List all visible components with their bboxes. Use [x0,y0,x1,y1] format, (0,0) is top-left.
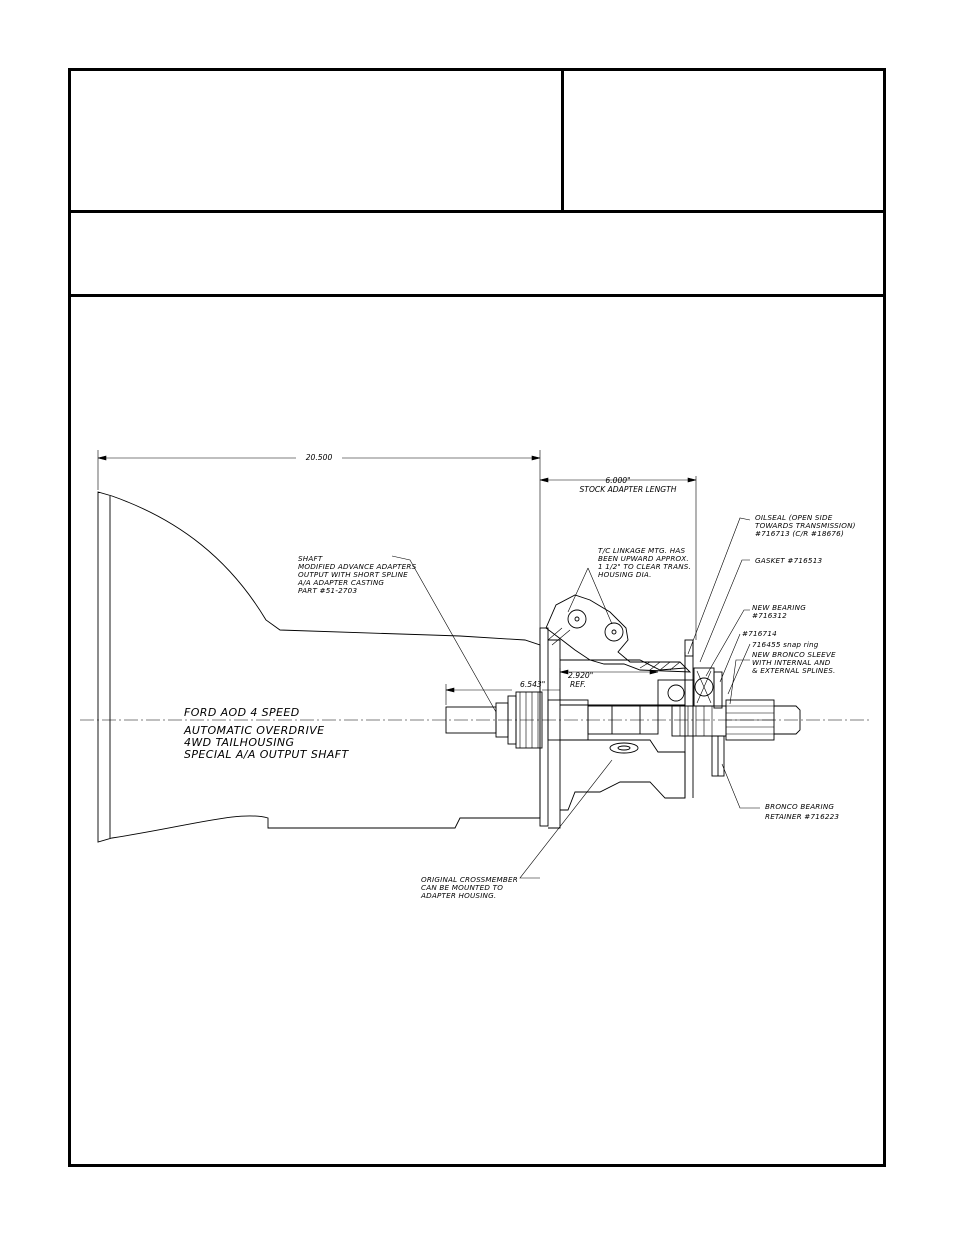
shaft-callout-line-3: OUTPUT WITH SHORT SPLINE [298,570,408,579]
adapter-length-caption: STOCK ADAPTER LENGTH [579,485,676,494]
linkage-callout-line-1: T/C LINKAGE MTG. HAS [598,546,685,555]
dimension-lines [97,450,697,705]
retainer-callout-line-2: RETAINER #716223 [765,812,839,821]
crossmember-callout-line-2: CAN BE MOUNTED TO [421,883,503,892]
main-label-line-4: SPECIAL A/A OUTPUT SHAFT [184,748,350,761]
adapter-housing [560,639,694,811]
bronco-sleeve [671,699,801,741]
shaft-callout-line-5: PART #51-2703 [298,586,357,595]
bearing-retainer [711,735,725,777]
linkage-callout-line-4: HOUSING DIA. [598,570,652,579]
leader-lines [391,517,760,879]
snap-ring-callout: 716455 snap ring [752,640,819,649]
bearing-callout-line-1: NEW BEARING [752,603,806,612]
main-label-line-3: 4WD TAILHOUSING [184,736,294,749]
gasket-callout: GASKET #716513 [755,556,822,565]
overall-length-dimension: 20.500 [306,453,333,462]
sleeve-callout-line-1: NEW BRONCO SLEEVE [752,650,836,659]
drawing-frame [68,68,886,1167]
output-shaft [445,691,659,749]
title-block-vertical-divider [561,68,564,212]
sleeve-callout-line-2: WITH INTERNAL AND [752,658,831,667]
crossmember-mount [609,742,639,754]
title-block-divider [68,210,886,213]
ref-dimension: 2.920" [568,671,593,680]
crossmember-callout-line-1: ORIGINAL CROSSMEMBER [421,875,518,884]
retainer-callout-line-1: BRONCO BEARING [765,802,834,811]
shaft-callout-line-1: SHAFT [298,554,323,563]
header-divider [68,294,886,297]
adapter-length-dimension: 6.000" [605,476,630,485]
oilseal-callout-line-3: #716713 (C/R #18676) [755,529,844,538]
main-label-line-2: AUTOMATIC OVERDRIVE [183,724,325,737]
linkage-bracket [545,594,692,673]
adapter-flange [539,627,561,829]
transmission-housing [97,491,541,843]
shaft-dimension: 6.543" [520,680,545,689]
sleeve-callout-line-3: & EXTERNAL SPLINES. [752,666,835,675]
shaft-callout-line-4: A/A ADAPTER CASTING [297,578,384,587]
bearing-assembly [657,667,723,709]
oilseal-callout-line-1: OILSEAL (OPEN SIDE [755,513,833,522]
shaft-callout-line-2: MODIFIED ADVANCE ADAPTERS [298,562,417,571]
bearing-callout-line-2: #716312 [752,611,787,620]
linkage-callout-line-2: BEEN UPWARD APPROX. [598,554,689,563]
ref-dimension-label: REF. [570,680,586,689]
crossmember-callout-line-3: ADAPTER HOUSING. [420,891,496,900]
linkage-callout-line-3: 1 1/2" TO CLEAR TRANS. [598,562,691,571]
part-716714-callout: #716714 [742,629,777,638]
main-label-line-1: FORD AOD 4 SPEED [184,706,300,719]
oilseal-callout-line-2: TOWARDS TRANSMISSION) [755,521,856,530]
